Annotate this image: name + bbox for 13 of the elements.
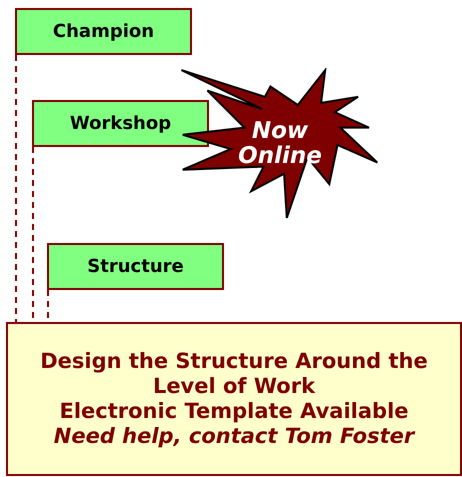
role-box [47,243,224,290]
box-label: Champion [52,21,154,42]
starburst-label: Now Online [237,118,323,170]
box-label: Workshop [70,113,172,134]
dashed-connector [15,55,17,322]
note-box [6,322,462,476]
role-box [15,8,192,55]
starburst [180,68,380,220]
box-label: Structure [87,256,184,277]
contact-note: Need help, contact Tom Foster [54,424,414,450]
role-box [32,100,209,147]
note-text: Electronic Template Available [59,399,409,424]
note-text: Design the Structure Around the Level of Work [39,348,429,399]
